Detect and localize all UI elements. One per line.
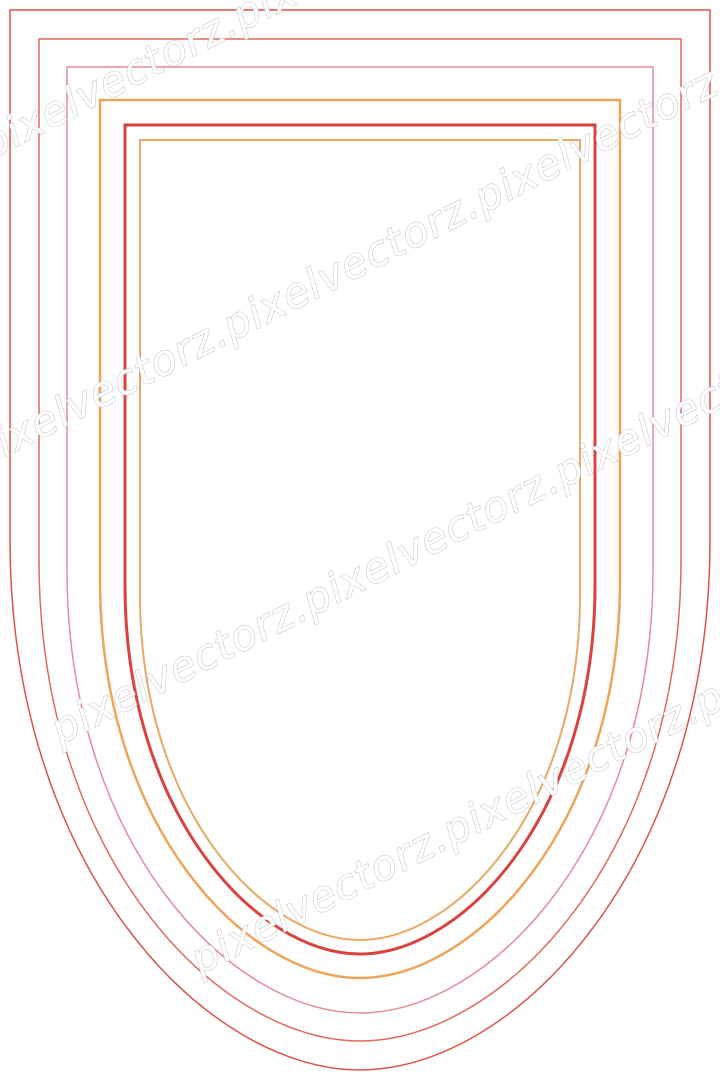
frame-3 (66, 66, 654, 1014)
watermark-text: pixelvectorz.pixelvectorz.pixelvectorz. (0, 51, 720, 480)
watermark-layer: pixelvectorz.pixelvectorz.pixelvectorz. … (0, 0, 720, 985)
frame-1 (9, 9, 711, 1071)
frame-2 (38, 38, 682, 1042)
frames-layer (9, 9, 711, 1071)
frame-5 (123, 123, 597, 956)
frame-4 (98, 98, 622, 980)
frame-6 (139, 139, 581, 942)
